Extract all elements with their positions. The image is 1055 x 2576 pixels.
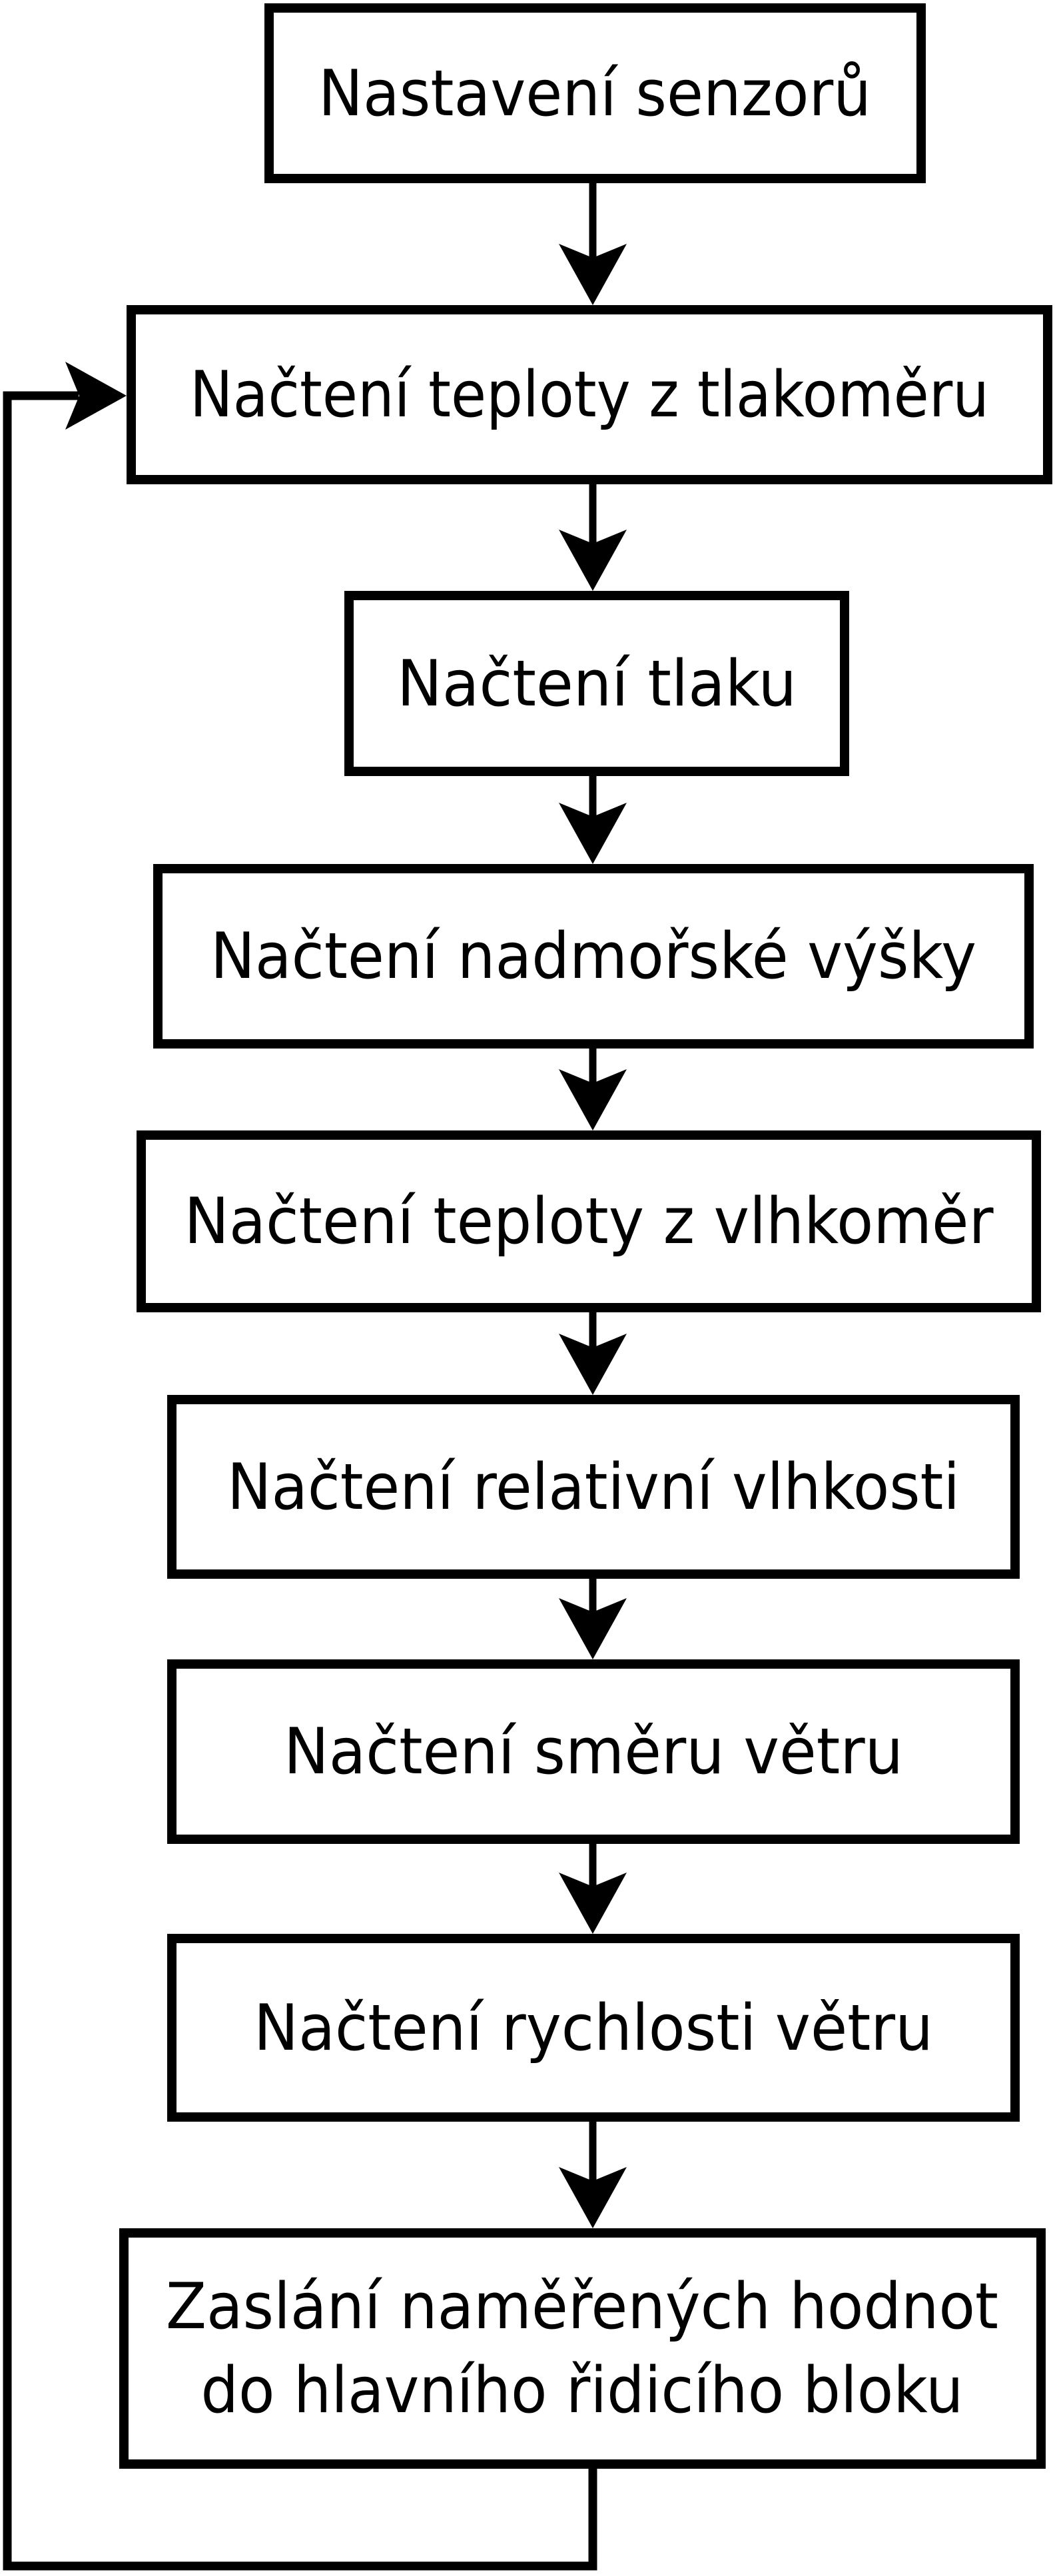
arrowhead-down-icon [559,1334,627,1395]
edge-loop-back [3,362,597,2571]
edge-altitude-to-temp-humidity [559,1049,627,1130]
node-label: Načtení teploty z vlhkoměr [184,1185,994,1258]
node-nacteni-teploty-z-vlhkomer: Načtení teploty z vlhkoměr [137,1130,1041,1312]
edge-temp-pressure-to-pressure [559,484,627,591]
node-nacteni-tlaku: Načtení tlaku [344,591,849,776]
edge-wind-speed-to-send [559,2122,627,2228]
node-label: Načtení tlaku [397,647,797,721]
node-zaslani-namerenych-hodnot: Zaslání naměřených hodnot do hlavního ři… [119,2228,1046,2469]
node-label: Načtení rychlosti větru [254,1992,933,2065]
node-box [153,864,1034,1049]
edge-rel-humidity-to-wind-dir [559,1579,627,1659]
node-nacteni-nadmorske-vysky: Načtení nadmořské výšky [153,864,1034,1049]
node-label: Načtení teploty z tlakoměru [190,358,989,432]
edge-temp-humidity-to-rel-humidity [559,1312,627,1395]
arrowhead-right-icon [65,362,127,430]
node-box [167,1395,1020,1579]
node-box [167,1659,1020,1844]
node-label: Načtení nadmořské výšky [210,920,976,993]
arrowhead-down-icon [559,530,627,591]
edge-setup-to-temp-pressure [559,183,627,305]
node-box [344,591,849,776]
node-box [127,305,1052,484]
node-nacteni-smeru-vetru: Načtení směru větru [167,1659,1020,1844]
arrowhead-down-icon [559,2167,627,2228]
arrowhead-down-icon [559,1069,627,1130]
arrowhead-down-icon [559,1598,627,1659]
arrowhead-down-icon [559,1873,627,1934]
node-box [264,3,926,183]
node-nacteni-teploty-z-tlakomeru: Načtení teploty z tlakoměru [127,305,1052,484]
node-box [137,1130,1041,1312]
node-nacteni-relativni-vlhkosti: Načtení relativní vlhkosti [167,1395,1020,1579]
node-nastaveni-senzoru: Nastavení senzorů [264,3,926,183]
edge-wind-dir-to-wind-speed [559,1844,627,1934]
node-label: Načtení směru větru [284,1715,903,1789]
loop-line [3,391,597,2571]
node-label-line2: do hlavního řidicího bloku [201,2354,964,2427]
node-label-line1: Zaslání naměřených hodnot [166,2270,998,2344]
node-box [119,2228,1046,2469]
node-label: Nastavení senzorů [318,57,871,131]
node-box [167,1934,1020,2122]
node-nacteni-rychlosti-vetru: Načtení rychlosti větru [167,1934,1020,2122]
arrowhead-down-icon [559,244,627,305]
edge-pressure-to-altitude [559,776,627,864]
node-label: Načtení relativní vlhkosti [227,1451,960,1524]
arrowhead-down-icon [559,803,627,864]
